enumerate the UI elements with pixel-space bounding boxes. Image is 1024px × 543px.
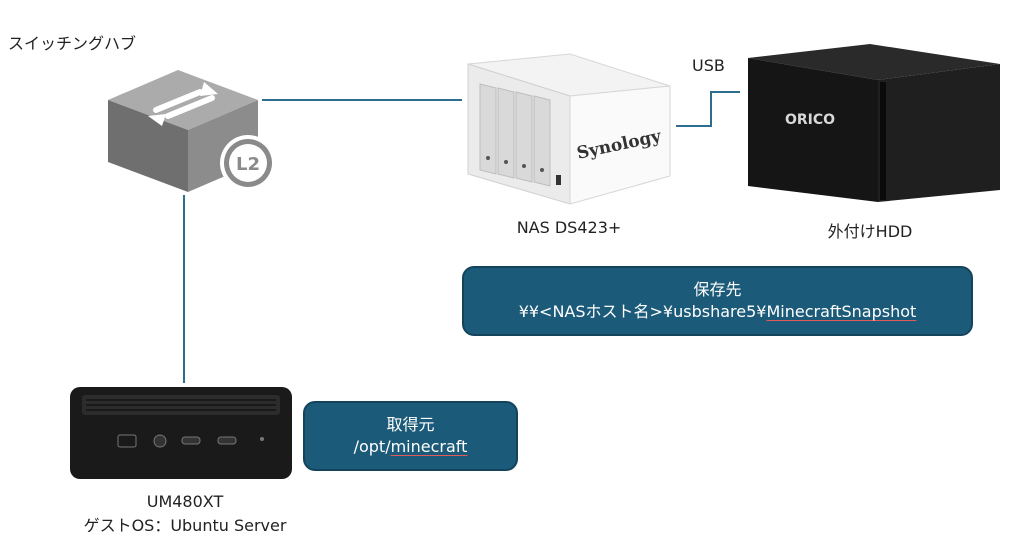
source-path-prefix: /opt/ <box>353 437 391 456</box>
source-callout: 取得元 /opt/minecraft <box>303 401 518 471</box>
l2-badge: L2 <box>236 154 260 175</box>
source-title: 取得元 <box>386 415 435 434</box>
destination-path: ¥¥<NASホスト名>¥usbshare5¥MinecraftSnapshot <box>519 301 917 323</box>
destination-title: 保存先 <box>693 280 742 299</box>
hdd-device-image: ORICO <box>748 44 1000 202</box>
destination-path-prefix: ¥¥<NASホスト名>¥usbshare5¥ <box>518 302 767 321</box>
destination-callout: 保存先 ¥¥<NASホスト名>¥usbshare5¥MinecraftSnaps… <box>462 266 973 336</box>
usb-label: USB <box>692 56 725 75</box>
source-path: /opt/minecraft <box>354 436 468 458</box>
switch-icon: L2 <box>108 70 276 192</box>
nas-label: NAS DS423+ <box>516 218 622 237</box>
mini-pc-image <box>70 387 292 479</box>
pc-label: UM480XT ゲストOS：Ubuntu Server <box>40 490 330 538</box>
nas-device-image: Synology <box>467 53 671 205</box>
nas-to-hdd-usb-line <box>676 91 740 127</box>
pc-label-os: ゲストOS：Ubuntu Server <box>83 516 287 535</box>
source-path-folder: minecraft <box>390 437 468 456</box>
hdd-brand: ORICO <box>785 112 835 128</box>
destination-path-folder: MinecraftSnapshot <box>766 302 917 321</box>
pc-label-model: UM480XT <box>146 492 224 511</box>
hdd-label: 外付けHDD <box>827 222 913 241</box>
switch-title: スイッチングハブ <box>8 34 137 53</box>
